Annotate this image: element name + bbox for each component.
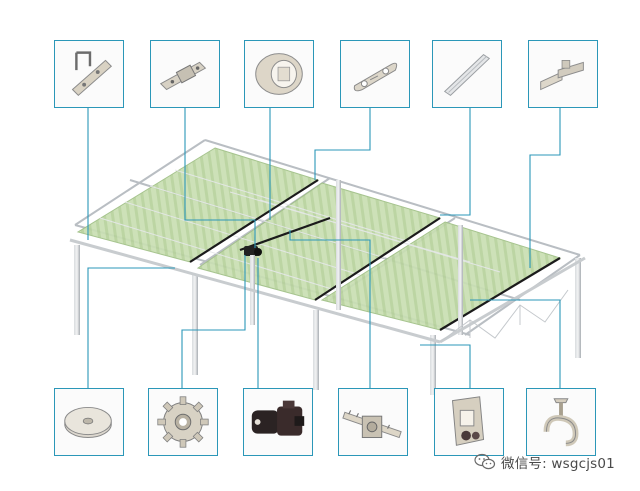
- clamp-bracket-icon: [540, 60, 584, 91]
- part-box-shaft-coupling: [150, 40, 220, 108]
- part-box-pipe-holder: [434, 388, 504, 456]
- part-box-sprocket-gear: [148, 388, 218, 456]
- part-box-rack-pinion: [338, 388, 408, 456]
- part-box-clamp-bracket: [528, 40, 598, 108]
- part-box-aluminum-profile: [432, 40, 502, 108]
- shaft-coupling-icon: [159, 61, 207, 91]
- u-bolt-bracket-icon: [71, 51, 113, 97]
- gear-motor-icon: [251, 400, 305, 436]
- washer-disc-icon: [64, 406, 112, 439]
- part-box-hanger-hook: [526, 388, 596, 456]
- hook-clip-icon: [353, 62, 398, 92]
- rack-pinion-icon: [342, 410, 402, 439]
- watermark-text: 微信号: wsgcjs01: [501, 456, 615, 472]
- support-wires: [99, 169, 501, 291]
- part-box-bearing-ring: [244, 40, 314, 108]
- callout-lines-top: [87, 108, 561, 268]
- bearing-ring-icon: [255, 53, 303, 95]
- part-box-gear-motor: [243, 388, 313, 456]
- watermark: 微信号: wsgcjs01: [474, 451, 615, 473]
- truss-lattice: [439, 289, 569, 343]
- sprocket-gear-icon: [157, 396, 209, 448]
- part-box-washer-disc: [54, 388, 124, 456]
- callout-lines-bottom: [87, 230, 561, 390]
- part-box-hook-clip: [340, 40, 410, 108]
- wechat-icon: [474, 453, 496, 471]
- drive-motor: [244, 246, 262, 256]
- part-box-u-bolt-bracket: [54, 40, 124, 108]
- aluminum-profile-icon: [443, 53, 491, 96]
- hanger-hook-icon: [543, 398, 579, 447]
- pipe-holder-bracket-icon: [451, 396, 485, 446]
